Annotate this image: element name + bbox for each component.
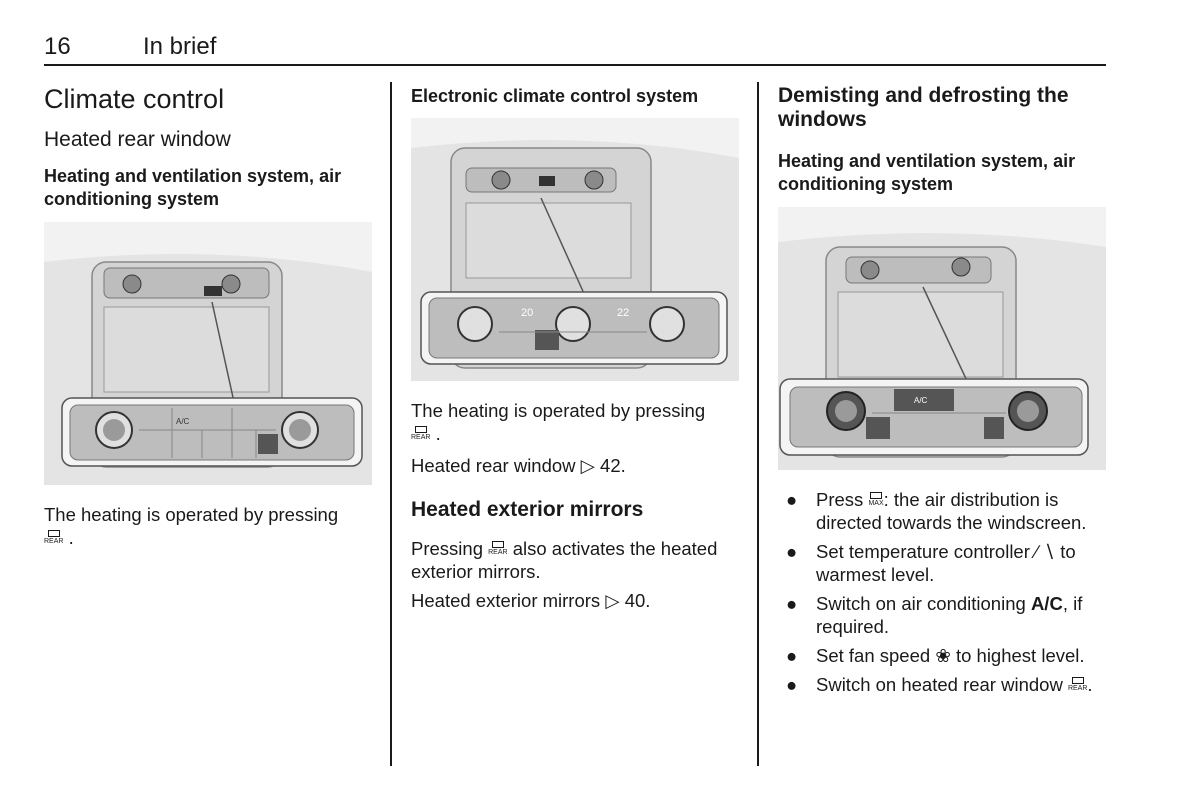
list-item: ● Switch on air conditioning A/C, if req… bbox=[778, 592, 1108, 638]
subsection-title: Heated rear window bbox=[44, 128, 231, 151]
bullet-2-b: to warmest level. bbox=[816, 541, 1076, 585]
ecc-heading: Electronic climate control system bbox=[411, 86, 699, 106]
caption-1-text: The heating is operated by pressing bbox=[44, 504, 339, 525]
mirrors-paragraph: Pressing REAR also activates the heated … bbox=[411, 537, 746, 583]
bullet-icon: ● bbox=[786, 674, 798, 695]
rear-window-heating-icon: REAR bbox=[488, 541, 508, 556]
temperature-controller-icon: ∕ ∖ bbox=[1035, 541, 1056, 562]
fan-icon: ❀ bbox=[935, 645, 951, 666]
mirrors-heading: Heated exterior mirrors bbox=[411, 498, 644, 521]
max-symbol-label: MAX bbox=[868, 500, 884, 507]
mirrors-text-1: Pressing bbox=[411, 538, 483, 559]
mirrors-xref-text: Heated exterior mirrors bbox=[411, 590, 601, 611]
xref-page: 42. bbox=[600, 455, 626, 476]
mirrors-xref-page: 40. bbox=[624, 590, 651, 611]
section-title: Climate control bbox=[44, 84, 225, 114]
bullet-3-b: , if required. bbox=[816, 593, 1083, 637]
bullet-2-a: Set temperature controller bbox=[816, 541, 1030, 562]
bullet-1-a: Press bbox=[816, 489, 864, 510]
rear-symbol-label: REAR bbox=[44, 538, 64, 545]
list-item: ● Set fan speed ❀ to highest level. bbox=[778, 644, 1108, 667]
bullet-4-b: to highest level. bbox=[955, 645, 1085, 666]
column-divider-2 bbox=[757, 82, 759, 766]
column-divider-1 bbox=[390, 82, 392, 766]
panel-temp-left: 20 bbox=[521, 307, 533, 319]
figure-climate-panel-3: A/C bbox=[778, 207, 1106, 470]
list-item: ● Set temperature controller ∕ ∖ to warm… bbox=[778, 540, 1108, 586]
xref-heated-rear-window[interactable]: Heated rear window ▷ 42. bbox=[411, 454, 626, 477]
bullet-4-a: Set fan speed bbox=[816, 645, 931, 666]
rear-window-heating-icon: REAR bbox=[1068, 677, 1087, 692]
instruction-list: ● Press MAX: the air distribution is dir… bbox=[778, 488, 1108, 702]
ac-label: A/C bbox=[1030, 593, 1063, 614]
xref-arrow-icon: ▷ bbox=[605, 590, 620, 611]
rear-window-heating-icon: REAR bbox=[411, 426, 430, 441]
panel-ac-label-3: A/C bbox=[914, 396, 928, 405]
mirrors-text-2: also activates the heated exterior mirro… bbox=[411, 538, 718, 582]
bullet-icon: ● bbox=[786, 541, 798, 562]
header-rule bbox=[44, 64, 1106, 66]
system-heading: Heating and ventilation system, air cond… bbox=[44, 166, 342, 209]
demisting-heading: Demisting and defrosting the windows bbox=[778, 84, 1069, 131]
panel-temp-right: 22 bbox=[617, 307, 629, 319]
caption-2-text: The heating is operated by pressing bbox=[411, 400, 706, 421]
system-heading-3: Heating and ventilation system, air cond… bbox=[778, 151, 1076, 194]
bullet-icon: ● bbox=[786, 489, 798, 510]
running-header: In brief bbox=[143, 33, 217, 60]
figure-climate-panel-2: 20 22 bbox=[411, 118, 739, 381]
rear-symbol-label-3: REAR bbox=[488, 549, 508, 556]
panel-ac-label: A/C bbox=[176, 417, 190, 426]
list-item: ● Press MAX: the air distribution is dir… bbox=[778, 488, 1108, 534]
bullet-icon: ● bbox=[786, 593, 798, 614]
rear-symbol-label-2: REAR bbox=[411, 434, 431, 441]
xref-arrow-icon: ▷ bbox=[580, 455, 595, 476]
page-number: 16 bbox=[44, 33, 71, 60]
bullet-1-b: : the air distribution is directed towar… bbox=[816, 489, 1087, 533]
rear-window-heating-icon: REAR bbox=[44, 530, 63, 545]
list-item: ● Switch on heated rear window REAR. bbox=[778, 673, 1108, 696]
xref-heated-mirrors[interactable]: Heated exterior mirrors ▷ 40. bbox=[411, 589, 650, 612]
bullet-5-a: Switch on heated rear window bbox=[816, 674, 1063, 695]
bullet-5-b: . bbox=[1087, 674, 1093, 695]
bullet-icon: ● bbox=[786, 645, 798, 666]
max-defrost-icon: MAX bbox=[868, 492, 884, 507]
rear-symbol-label-4: REAR bbox=[1067, 685, 1088, 692]
figure-climate-panel-1: A/C bbox=[44, 222, 372, 485]
caption-1: The heating is operated by pressing REAR… bbox=[44, 504, 339, 548]
caption-2: The heating is operated by pressing REAR… bbox=[411, 400, 706, 444]
xref-text: Heated rear window bbox=[411, 455, 576, 476]
bullet-3-a: Switch on air conditioning bbox=[816, 593, 1026, 614]
